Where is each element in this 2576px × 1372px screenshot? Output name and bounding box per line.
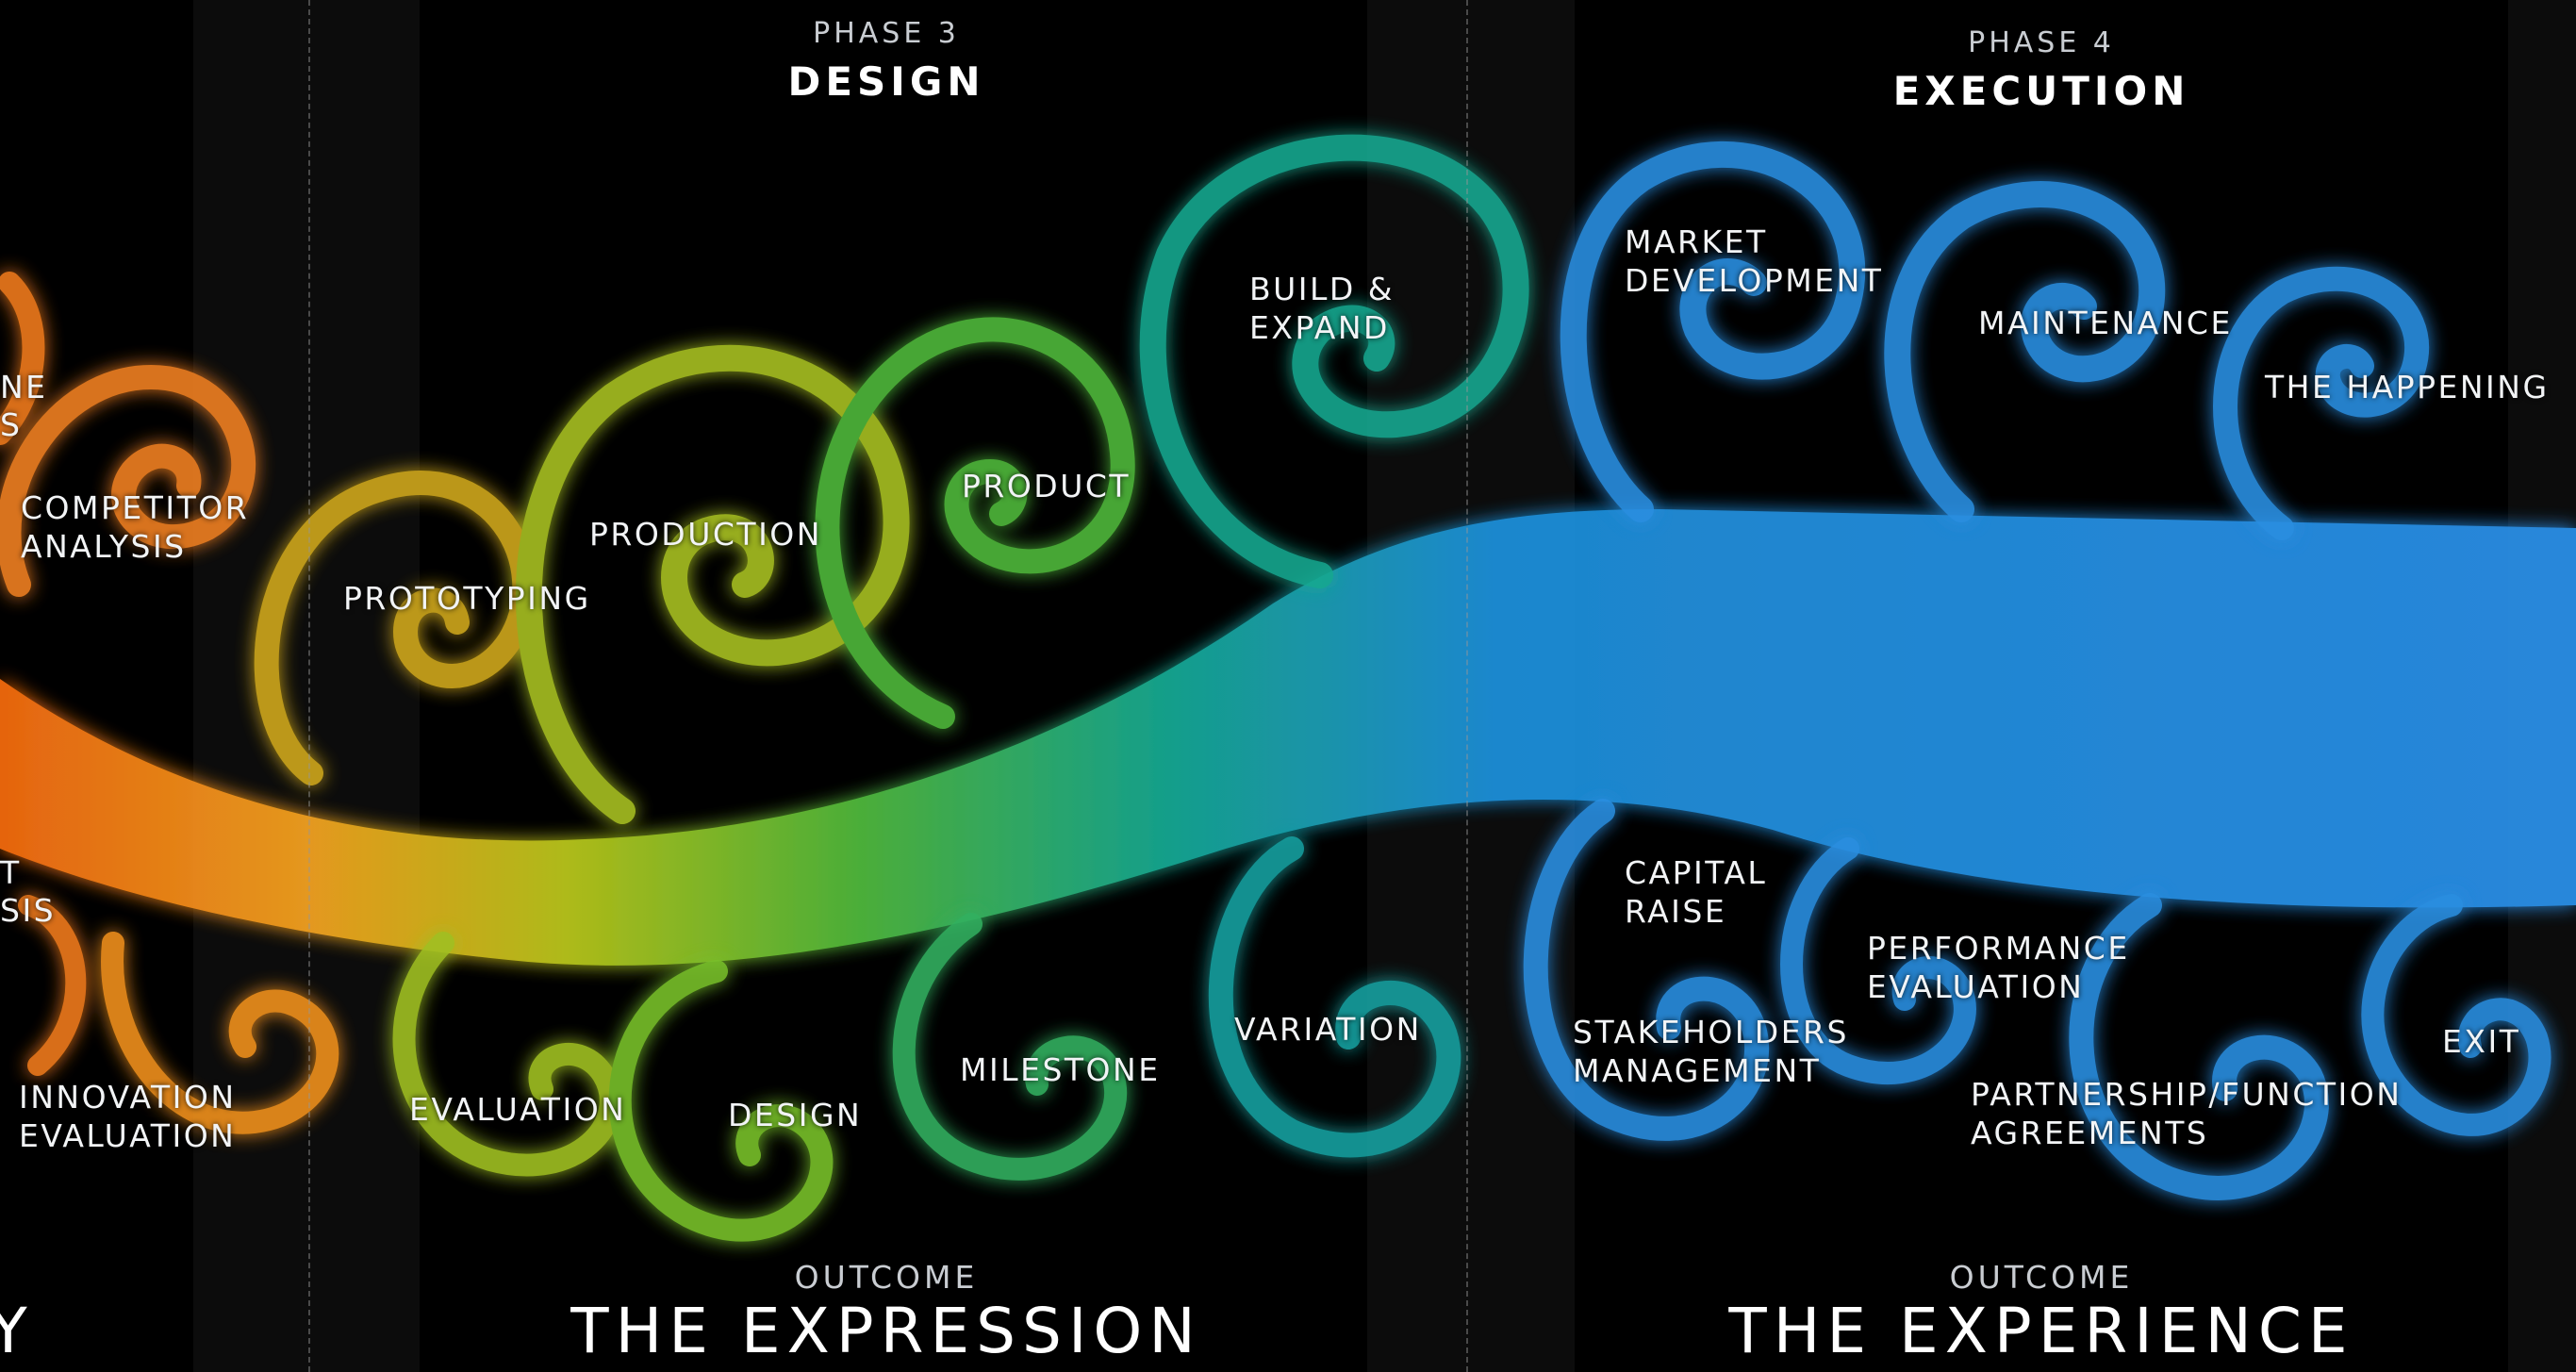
- label-evaluation: EVALUATION: [409, 1091, 627, 1128]
- spiral-performance-evaluation: [1780, 837, 1976, 1084]
- spiral-milestone: [892, 913, 1128, 1181]
- spiral-left-low: [18, 895, 87, 1076]
- spiral-capital-raise: [1523, 799, 1770, 1141]
- label-stakeholders-management: STAKEHOLDERS MANAGEMENT: [1573, 1014, 1849, 1089]
- label-product: PRODUCT: [962, 468, 1131, 504]
- spiral-maintenance: [1884, 181, 2166, 522]
- label-variation: VARIATION: [1234, 1011, 1422, 1048]
- phase-divider-left: [308, 0, 310, 1372]
- outcome-label-phase-4: OUTCOME: [1949, 1259, 2134, 1296]
- left-fragment-mid-1: T: [0, 854, 22, 891]
- label-production: PRODUCTION: [589, 516, 822, 553]
- spiral-market-development: [1560, 141, 1866, 522]
- label-the-happening: THE HAPPENING: [2265, 369, 2550, 405]
- spiral-product: [815, 317, 1135, 729]
- label-design: DESIGN: [728, 1097, 863, 1133]
- label-maintenance: MAINTENANCE: [1978, 305, 2233, 341]
- phase-4-label: PHASE 4: [1968, 26, 2115, 59]
- main-stream: [0, 509, 2576, 966]
- outcome-title-phase-4: THE EXPERIENCE: [1728, 1295, 2354, 1367]
- spiral-variation: [1208, 836, 1461, 1158]
- label-performance-evaluation: PERFORMANCE EVALUATION: [1867, 930, 2130, 1005]
- phase-3-name: DESIGN: [787, 58, 985, 105]
- left-fragment-mid-2: SIS: [0, 892, 57, 929]
- spiral-competitor-analysis: [0, 364, 256, 597]
- phase-divider-right: [1466, 0, 1468, 1372]
- phase-band-left: [193, 0, 420, 1372]
- spiral-prototyping: [254, 471, 537, 785]
- label-exit: EXIT: [2442, 1023, 2521, 1060]
- spiral-exit: [2361, 894, 2551, 1136]
- spiral-evaluation: [392, 932, 622, 1177]
- spiral-build-expand: [1139, 134, 1529, 588]
- spiral-partnership-agreements: [2069, 893, 2329, 1200]
- label-milestone: MILESTONE: [960, 1051, 1161, 1088]
- label-innovation-evaluation: INNOVATION EVALUATION: [19, 1079, 237, 1154]
- phase-4-name: EXECUTION: [1892, 68, 2190, 114]
- outcome-title-phase-3: THE EXPRESSION: [570, 1295, 1202, 1367]
- outcome-label-phase-3: OUTCOME: [794, 1259, 979, 1296]
- phase-3-label: PHASE 3: [813, 17, 960, 50]
- left-fragment-top-1: NE: [0, 369, 48, 405]
- outcome-title-left-fragment: Y: [0, 1295, 34, 1367]
- spiral-the-happening: [2213, 266, 2430, 540]
- left-fragment-top-2: S: [0, 406, 23, 443]
- spiral-top-left-fragment: [0, 272, 45, 445]
- label-build-expand: BUILD & EXPAND: [1249, 271, 1395, 346]
- spiral-production: [515, 344, 910, 824]
- label-partnership-agreements: PARTNERSHIP/FUNCTION AGREEMENTS: [1971, 1076, 2403, 1151]
- label-capital-raise: CAPITAL RAISE: [1625, 854, 1768, 930]
- spiral-design: [608, 960, 834, 1242]
- label-competitor-analysis: COMPETITOR ANALYSIS: [21, 489, 250, 565]
- label-market-development: MARKET DEVELOPMENT: [1625, 223, 1884, 299]
- spiral-innovation-evaluation: [101, 932, 339, 1134]
- label-prototyping: PROTOTYPING: [343, 580, 591, 617]
